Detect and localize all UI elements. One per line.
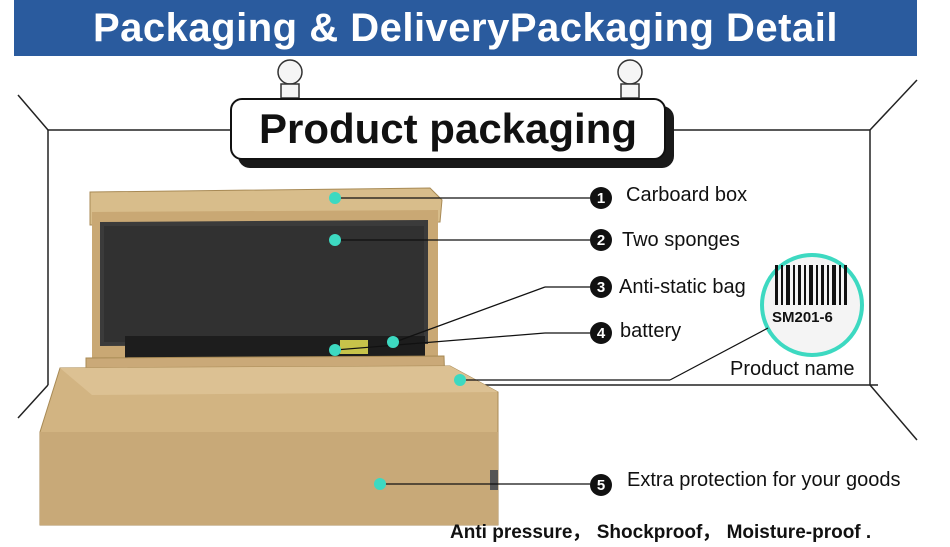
banner-bar: Packaging & DeliveryPackaging Detail	[14, 0, 917, 56]
hanger-right	[617, 59, 643, 99]
callout-4-label: battery	[620, 320, 682, 342]
callout-3-label: Anti-static bag	[619, 276, 746, 298]
barcode-text: SM201-6	[772, 309, 833, 326]
banner-title: Packaging & DeliveryPackaging Detail	[93, 5, 838, 50]
callout-5-label: Extra protection for your goods	[627, 469, 901, 491]
barcode-circle	[760, 253, 864, 357]
callout-2-label: Two sponges	[622, 229, 740, 251]
frame-lines	[17, 79, 918, 441]
callout-1-badge: 1	[590, 187, 612, 209]
markers	[329, 192, 466, 490]
outer-box	[39, 365, 499, 526]
callout-1-label: Carboard box	[626, 184, 748, 206]
features-footer: Anti pressure， Shockproof， Moisture-proo…	[450, 522, 872, 543]
hanger-left	[277, 59, 303, 99]
callout-2-badge: 2	[590, 229, 612, 251]
callout-3-badge: 3	[590, 276, 612, 298]
title-card: Product packaging	[230, 98, 666, 160]
product-name-label: Product name	[730, 358, 855, 380]
title-text: Product packaging	[258, 105, 638, 152]
callout-4-badge: 4	[590, 322, 612, 344]
callout-5-badge: 5	[590, 474, 612, 496]
leader-lines	[334, 197, 769, 485]
header-banner: Packaging & DeliveryPackaging Detail	[0, 0, 950, 58]
